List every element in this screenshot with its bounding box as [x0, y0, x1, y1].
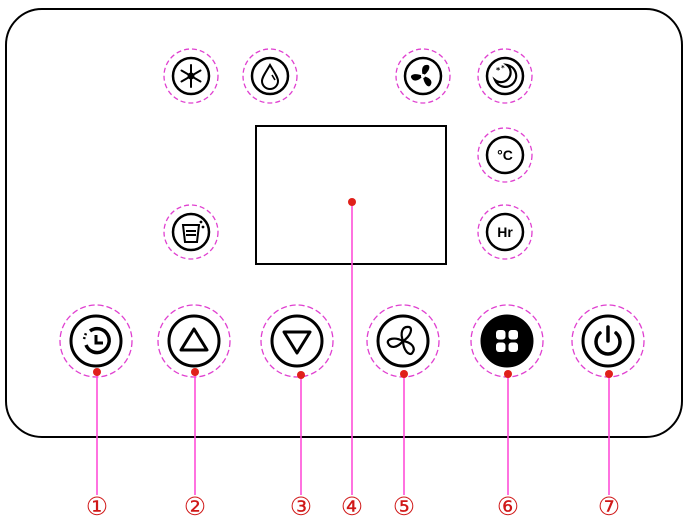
triangle-down-icon — [282, 330, 312, 355]
snowflake-icon — [180, 64, 202, 88]
leader-dot-4 — [348, 198, 356, 206]
svg-text:*: * — [496, 66, 501, 75]
moon-stars-icon: * * — [492, 63, 518, 88]
lcd-display — [255, 125, 447, 265]
timer-icon — [82, 326, 111, 355]
cool-mode-indicator — [163, 48, 219, 104]
hour-indicator: Hr — [477, 204, 533, 260]
celsius-indicator: °C — [477, 127, 533, 183]
mode-grid-icon — [496, 330, 518, 352]
svg-text:*: * — [501, 64, 505, 72]
callout-dots — [93, 198, 613, 379]
water-bucket-icon — [181, 220, 205, 243]
callout-label-7: ⑦ — [598, 492, 620, 521]
hour-icon: Hr — [497, 224, 513, 240]
sleep-mode-indicator: * * — [477, 48, 533, 104]
power-button[interactable] — [571, 304, 645, 378]
callout-label-1: ① — [86, 492, 108, 521]
leader-dot-1 — [93, 368, 101, 376]
leader-dot-3 — [297, 371, 305, 379]
fan-mode-indicator — [395, 48, 451, 104]
power-icon — [594, 325, 622, 356]
callout-labels: ① ② ③ ④ ⑤ ⑥ ⑦ — [86, 492, 620, 521]
timer-button[interactable] — [59, 304, 133, 378]
callout-label-4: ④ — [341, 492, 363, 521]
fan-icon — [386, 325, 415, 356]
fan-icon — [410, 64, 432, 87]
celsius-icon: °C — [497, 147, 513, 163]
water-drop-icon — [260, 62, 280, 90]
dry-mode-indicator — [242, 48, 298, 104]
triangle-up-icon — [179, 327, 209, 352]
down-button[interactable] — [260, 304, 334, 378]
callout-label-3: ③ — [290, 492, 312, 521]
callout-label-6: ⑥ — [497, 492, 519, 521]
mode-button[interactable] — [470, 304, 544, 378]
bucket-full-indicator — [163, 204, 219, 260]
up-button[interactable] — [157, 304, 231, 378]
leader-dot-6 — [504, 370, 512, 378]
callout-label-2: ② — [184, 492, 206, 521]
leader-dot-5 — [400, 370, 408, 378]
callout-leaders — [96, 202, 610, 495]
leader-dot-7 — [605, 370, 613, 378]
leader-dot-2 — [191, 368, 199, 376]
callout-label-5: ⑤ — [393, 492, 415, 521]
fan-speed-button[interactable] — [366, 304, 440, 378]
